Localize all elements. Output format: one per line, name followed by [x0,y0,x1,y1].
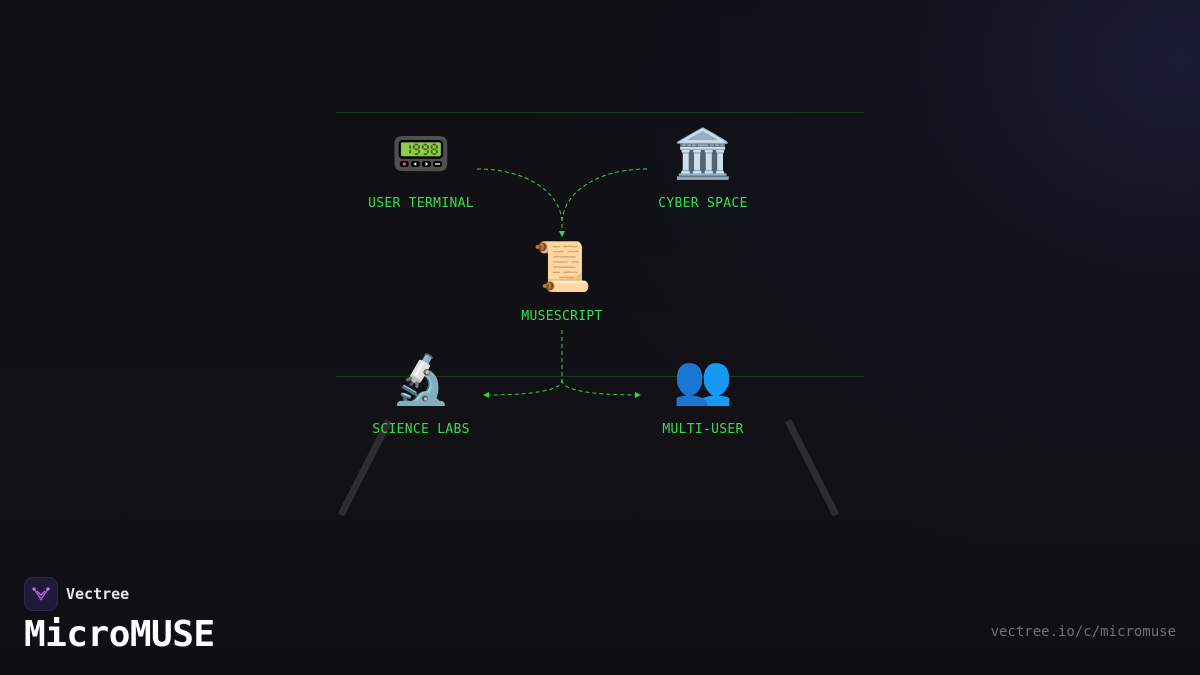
divider-line [336,112,864,113]
link-user-terminal-musescript [476,168,565,237]
node-user-terminal: 📟 USER TERMINAL [336,126,506,211]
connector-links [476,168,648,398]
node-musescript: 📜 MUSESCRIPT [477,239,647,324]
vectree-logo-icon [24,577,58,611]
link-musescript-multi-user [561,379,641,398]
pager-icon: 📟 [391,126,451,182]
node-label: CYBER SPACE [658,196,748,211]
node-label: MUSESCRIPT [521,309,603,324]
divider-line [336,376,864,377]
brand-block: Vectree MicroMUSE [24,577,215,657]
brand-row: Vectree [24,577,215,611]
node-cyber-space: 🏛️ CYBER SPACE [618,126,788,211]
course-url[interactable]: vectree.io/c/micromuse [990,624,1176,640]
classical-building-icon: 🏛️ [673,126,733,182]
flow-diagram: 📟 USER TERMINAL 🏛️ CYBER SPACE 📜 MUSESCR… [336,112,864,532]
node-label: SCIENCE LABS [372,422,470,437]
busts-in-silhouette-icon: 👥 [673,352,733,408]
microscope-icon: 🔬 [391,352,451,408]
node-label: USER TERMINAL [368,196,474,211]
page-title: MicroMUSE [24,614,215,655]
scroll-icon: 📜 [532,239,592,295]
node-label: MULTI-USER [662,422,744,437]
node-science-labs: 🔬 SCIENCE LABS [336,352,506,437]
node-multi-user: 👥 MULTI-USER [618,352,788,437]
brand-name: Vectree [66,585,130,603]
link-cyber-space-musescript [559,168,648,237]
